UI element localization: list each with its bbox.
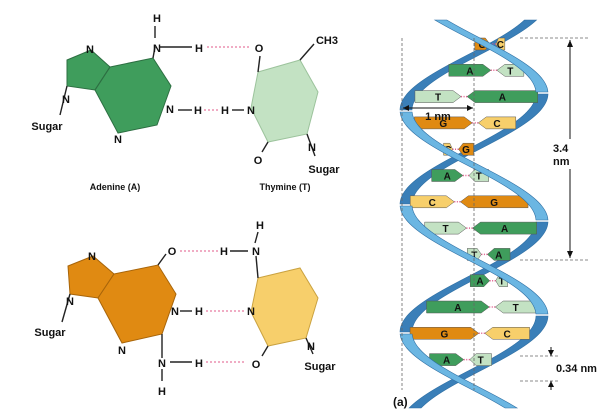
base-letter: C [493, 119, 500, 130]
base-letter: T [435, 93, 441, 104]
thymine-atom-o: O [254, 155, 263, 167]
base-block [448, 64, 492, 77]
adenine-thymine-pair: N N N N Sugar N H H H O CH3 N N O Sugar … [31, 13, 340, 192]
base-letter: G [439, 119, 447, 130]
helix-pitch-unit: nm [553, 156, 570, 168]
thymine-ring [250, 59, 319, 143]
base-block [469, 274, 490, 287]
base-letter: C [497, 40, 504, 51]
guanine-amino-h: H [195, 358, 203, 370]
base-block [469, 353, 492, 366]
base-block [431, 169, 464, 182]
thymine-methyl: CH3 [316, 35, 338, 47]
cytosine-amino-n: N [252, 246, 260, 258]
base-letter: T [478, 356, 484, 367]
thymine-atom-n: N [247, 105, 255, 117]
base-letter: T [476, 172, 482, 183]
base-letter: C [429, 198, 436, 209]
base-letter: T [442, 224, 448, 235]
thymine-n-h: H [221, 105, 229, 117]
thymine-sugar-label: Sugar [308, 164, 340, 176]
guanine-amino-n: N [158, 358, 166, 370]
adenine-sugar-label: Sugar [31, 121, 63, 133]
backbone-ribbon [408, 315, 549, 409]
cytosine-sugar-label: Sugar [304, 361, 336, 373]
cytosine-amino-h: H [256, 220, 264, 232]
cytosine-amino-h: H [220, 246, 228, 258]
base-block [459, 195, 529, 209]
base-letter: T [513, 303, 519, 314]
adenine-atom-n: N [114, 134, 122, 146]
base-step-label: 0.34 nm [556, 363, 597, 375]
guanine-atom-n: N [66, 296, 74, 308]
base-letter: G [441, 329, 449, 340]
backbone-ribbon [399, 333, 519, 409]
base-letter: A [476, 277, 483, 288]
base-block [472, 221, 537, 235]
base-letter: C [504, 329, 511, 340]
base-letter: G [462, 145, 470, 156]
adenine-atom-n: N [166, 104, 174, 116]
base-letter: A [499, 93, 506, 104]
guanine-atom-n: N [88, 251, 96, 263]
thymine-atom-o: O [255, 43, 264, 55]
guanine-sugar-label: Sugar [34, 327, 66, 339]
base-block [487, 248, 511, 261]
adenine-amino-h: H [153, 13, 161, 25]
guanine-cytosine-pair: N N N N O Sugar N H H H H H N N N O Suga… [34, 220, 336, 398]
thymine-atom-n: N [308, 142, 316, 154]
base-letter: T [499, 277, 505, 288]
cytosine-atom-o: O [252, 359, 261, 371]
base-letter: A [444, 172, 451, 183]
thymine-name: Thymine (T) [260, 182, 311, 192]
base-block [414, 90, 462, 103]
base-block [426, 300, 490, 314]
adenine-amino-n: N [153, 43, 161, 55]
cytosine-ring [250, 267, 319, 347]
adenine-name: Adenine (A) [90, 182, 141, 192]
base-letter: A [443, 356, 450, 367]
cytosine-atom-n: N [307, 341, 315, 353]
base-pair-rungs: GCATTAGCCGATCGTATAATATGCAT [409, 37, 538, 367]
base-block [477, 116, 517, 130]
adenine-n-h: H [194, 105, 202, 117]
cytosine-atom-n: N [247, 306, 255, 318]
base-letter: G [490, 198, 498, 209]
base-letter: A [454, 303, 461, 314]
adenine-amino-h: H [195, 43, 203, 55]
base-block [466, 90, 538, 103]
base-block [458, 142, 474, 156]
guanine-atom-n: N [118, 345, 126, 357]
base-letter: A [501, 224, 508, 235]
helix-pitch-number: 3.4 [553, 143, 569, 155]
panel-label: (a) [393, 395, 408, 409]
base-letter: T [507, 66, 513, 77]
backbone-ribbon [433, 19, 549, 93]
adenine-atom-n: N [62, 94, 70, 106]
guanine-n-h: H [195, 306, 203, 318]
base-letter: A [466, 66, 473, 77]
base-block [484, 327, 530, 340]
guanine-atom-n: N [171, 306, 179, 318]
guanine-atom-o: O [168, 246, 177, 258]
helix-width-label: 1 nm [425, 111, 451, 123]
adenine-atom-n: N [86, 44, 94, 56]
guanine-amino-h: H [158, 386, 166, 398]
base-letter: A [495, 250, 502, 261]
